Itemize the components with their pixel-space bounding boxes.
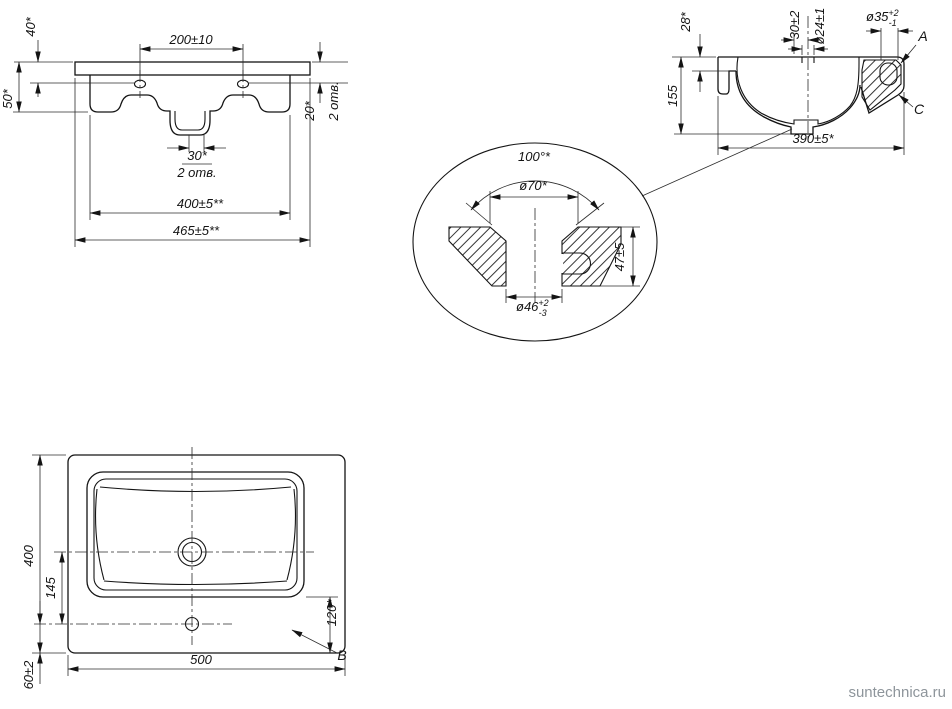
dim-right-offset: 20*: [302, 100, 317, 121]
side-view-dimension-lines: [672, 28, 917, 155]
dim-hole-spacing: 200±10: [168, 32, 213, 47]
dim-depth-47: 47±5: [612, 242, 627, 272]
dim-back-edge: 28*: [678, 11, 693, 32]
detail-view: 100°* ø70* 47±5 ø46+2-3: [412, 142, 658, 342]
dim-height-155: 155: [665, 84, 680, 106]
holes-note-center: 2 отв.: [176, 165, 216, 180]
label-b: B: [337, 647, 346, 663]
plan-view: 400 145 120* 500 B 60±2: [21, 447, 347, 689]
dim-faucet-hole: ø24±1: [812, 8, 827, 45]
dim-hole-edge-60: 60±2: [21, 660, 36, 690]
front-view-outline: [74, 61, 311, 136]
dim-left-height: 50*: [0, 88, 15, 108]
label-a: A: [917, 28, 927, 44]
dim-top-offset: 40*: [23, 16, 38, 36]
front-view: 40* 200±10 50* 20* 2 отв. 30* 2 отв. 400…: [0, 16, 348, 247]
dim-width-inner: 400±5**: [177, 196, 224, 211]
detail-left-wall: [448, 226, 507, 287]
detail-callout-line: [641, 128, 793, 197]
dim-top-diameter-70: ø70*: [519, 178, 547, 193]
dim-height-400: 400: [21, 544, 36, 566]
overflow-channel: [562, 252, 591, 275]
detail-dimension-lines: [465, 180, 640, 303]
label-c: C: [914, 101, 925, 117]
plan-view-dimension-lines: [32, 454, 346, 684]
dim-hole-offset: 30±2: [787, 10, 802, 40]
dim-center-spacing: 30*: [187, 148, 207, 163]
front-view-dimension-lines: [13, 40, 348, 247]
plan-view-outline: [34, 447, 346, 654]
detail-circle: [412, 142, 658, 342]
dim-basin-offset-120: 120*: [324, 599, 339, 627]
watermark: suntechnica.ru: [848, 684, 946, 701]
dim-bottom-diameter-46: ø46+2-3: [516, 298, 549, 318]
section-hatch: [861, 59, 902, 111]
side-view-outline: [717, 16, 905, 140]
dim-angle-100: 100°*: [518, 149, 551, 164]
dim-width-overall: 465±5**: [173, 223, 220, 238]
dim-depth-390: 390±5*: [792, 131, 834, 146]
dim-overflow-dia: ø35+2-1: [866, 8, 899, 28]
side-view: 28* 30±2 ø24±1 ø35+2-1 A C 155 390±5*: [641, 8, 928, 197]
overflow-hole: [879, 62, 898, 86]
holes-note-right: 2 отв.: [326, 81, 341, 121]
dim-width-500: 500: [190, 652, 212, 667]
dim-drain-offset-145: 145: [43, 576, 58, 598]
